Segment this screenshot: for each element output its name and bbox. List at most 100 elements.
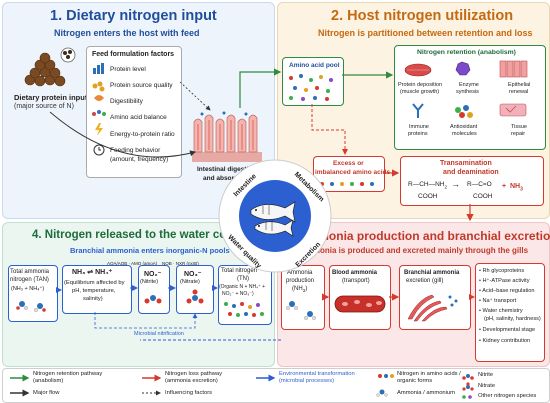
retention-title: Nitrogen retention (anabolism) — [417, 49, 516, 56]
diet-label: Dietary protein input — [14, 93, 88, 102]
gill-label-2: excretion (gill) — [406, 278, 444, 284]
nitrate-sub: (Nitrate) — [180, 279, 200, 285]
legend-nitrate-dots — [462, 382, 474, 391]
legend-nitrate: Nitrate — [478, 383, 496, 389]
aa-pool-label: Amino acid pool — [289, 62, 340, 69]
tn-label-4: NO₂⁻ + NO₃⁻) — [222, 291, 254, 297]
ammonia-production-box — [281, 265, 325, 330]
legend-ammonia: Ammonia / ammonium — [397, 390, 455, 396]
intestine-villi-image — [192, 111, 262, 162]
equilibrium-box — [62, 265, 132, 314]
tan-label-1: Total ammonia — [10, 269, 50, 275]
pool-to-excess-arrow — [311, 104, 348, 155]
factor-arrows — [179, 81, 211, 111]
factor-energy-ratio: Energy-to-protein ratio — [110, 131, 175, 138]
gill-factor-water: • Water chemistry — [479, 308, 523, 314]
antibody-icon — [412, 103, 424, 118]
panel3-subtitle: Ammonia is produced and excreted mainly … — [300, 246, 529, 255]
gill-factor-development: • Developmental stage — [479, 327, 536, 333]
legend-loss-2: (ammonia excretion) — [165, 378, 218, 384]
retention-tissue: Tissue — [511, 124, 527, 130]
reaction-plus: + — [502, 183, 507, 190]
tn-label-3: (Organic N + NH₄⁺ + — [219, 284, 266, 290]
factor-protein-level: Protein level — [110, 66, 146, 73]
retention-epithelial: Epithelial — [508, 82, 531, 88]
intestine-label: Intestinal digestion — [197, 166, 257, 173]
legend-amino-2: organic forms — [397, 378, 433, 384]
bar-chart-icon — [93, 63, 104, 74]
tan-label-3: (NH₃ + NH₄⁺) — [11, 286, 45, 292]
blood-label-1: Blood ammonia — [332, 270, 378, 276]
eq-label-2: (Equilibrium affected by — [64, 280, 125, 286]
nitrite-sub: (Nitrite) — [140, 279, 159, 285]
legend-amino-dots — [378, 374, 394, 378]
energy-icon — [95, 123, 103, 136]
factors-title: Feed formulation factors — [92, 51, 175, 58]
retention-icons — [404, 60, 528, 118]
tan-molecules — [16, 301, 46, 312]
prod-label-1: Ammonia — [287, 270, 313, 276]
nitrite-box — [138, 265, 170, 314]
feed-to-intestine-arrow — [49, 111, 196, 158]
retention-protein-note: (muscle growth) — [400, 89, 440, 95]
reaction-product-cooh: COOH — [473, 193, 493, 200]
panel1-subtitle: Nitrogen enters the host with feed — [54, 28, 200, 38]
factor-feeding-note: (amount, frequency) — [110, 156, 169, 163]
nitrification-loop-arrow — [94, 312, 198, 329]
legend-amino: Nitrogen in amino acids / — [397, 371, 461, 377]
epithelium-icon — [499, 60, 528, 78]
blood-label-2: (transport) — [342, 278, 370, 284]
retention-epithelial-2: renewal — [509, 89, 529, 95]
nitrification-label: Microbial nitrification — [134, 331, 184, 337]
reaction-nh3: NH3 — [510, 183, 523, 193]
ao-label: AOA/AOB · AMO (amoA) — [107, 261, 158, 266]
trans-title-1: Transamination — [440, 160, 492, 167]
enzyme-icon — [455, 61, 471, 76]
retention-immune-2: proteins — [408, 131, 428, 137]
panel3-title: 3. Ammonia production and branchial excr… — [286, 229, 550, 243]
legend-nitrite: Nitrite — [478, 372, 494, 378]
tn-label-2: (TN) — [237, 276, 249, 282]
factor-digestibility: Digestibility — [110, 98, 143, 105]
legend-env-2: (microbial processes) — [279, 378, 335, 384]
transamination-box — [400, 156, 544, 206]
factor-feeding-behavior: Feeding behavior — [110, 147, 161, 154]
clock-icon — [93, 144, 105, 156]
blood-vessel-image — [334, 295, 386, 313]
retention-tissue-2: repair — [511, 131, 526, 137]
excess-label-1: Excess or — [333, 160, 364, 167]
gill-factor-rh: • Rh glycoproteins — [479, 268, 525, 274]
nitrate-label: NO₃⁻ — [184, 271, 202, 278]
factor-protein-source: Protein source quality — [110, 82, 173, 89]
legend-retention: Nitrogen retention pathway — [33, 371, 103, 377]
excess-aa-box — [313, 156, 385, 192]
tn-mixed-dots — [224, 302, 264, 317]
legend-major: Major flow — [33, 390, 60, 396]
gill-factor-atpase: • H⁺-ATPase activity — [479, 278, 530, 284]
legend-other-dots — [462, 395, 472, 399]
panel4-subtitle: Branchial ammonia enters inorganic-N poo… — [70, 246, 230, 255]
panel2-title: 2. Host nitrogen utilization — [331, 8, 514, 24]
retention-antioxidant-2: molecules — [452, 131, 477, 137]
eq-label-4: salinity) — [83, 296, 103, 302]
eq-label-3: pH, temperature, — [72, 288, 116, 294]
gill-label-1: Branchial ammonia — [404, 270, 460, 276]
gill-image — [407, 294, 458, 322]
feed-pellets-image — [24, 47, 76, 87]
gill-factors-box — [475, 263, 545, 362]
retention-antioxidant: Antioxidant — [450, 124, 478, 130]
legend-influence: Influencing factors — [165, 390, 213, 396]
retention-immune: Immune — [409, 124, 429, 130]
antioxidant-icon — [455, 105, 473, 118]
nitrogen-retention-box — [394, 45, 546, 150]
protein-source-icon — [92, 81, 105, 92]
panel4-title: 4. Nitrogen released to the water column — [32, 229, 254, 241]
gill-factor-kidney: • Kidney contribution — [479, 338, 531, 344]
digestibility-icon — [94, 95, 104, 101]
nob-label: NOB · NXR (nxrB) — [162, 261, 199, 266]
panel1-title: 1. Dietary nitrogen input — [50, 8, 217, 24]
fish-icon — [250, 201, 296, 237]
retention-enzyme: Enzyme — [459, 82, 479, 88]
legend-retention-2: (anabolism) — [33, 378, 64, 384]
